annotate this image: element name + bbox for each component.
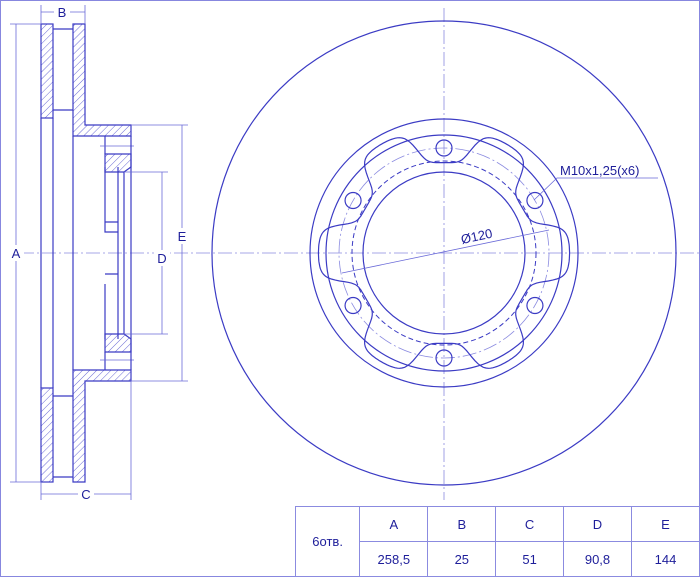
bolt-circle (338, 147, 550, 359)
center-bore (362, 171, 526, 335)
table-header-c: C (495, 506, 564, 542)
table-value-b: 25 (427, 541, 497, 577)
table-value-d: 90,8 (562, 541, 633, 577)
cross-section-view (40, 23, 134, 483)
table-header-a: A (359, 506, 429, 542)
bolt-hole (435, 349, 453, 367)
bolt-hole (344, 296, 362, 315)
thread-label: M10x1,25(x6) (560, 163, 639, 178)
disc-outer-edge (211, 20, 677, 486)
hub-scallop-outline (317, 137, 571, 369)
table-header-e: E (631, 506, 700, 542)
table-header-b: B (427, 506, 497, 542)
thread-leader (533, 177, 658, 201)
dim-label-a: A (12, 246, 21, 261)
friction-ring-inner-edge (309, 118, 579, 388)
dim-label-c: C (81, 487, 90, 502)
dim-label-d: D (157, 251, 166, 266)
front-view (211, 20, 677, 486)
bolt-hole (344, 191, 362, 210)
bolt-circle-leader (341, 229, 550, 274)
bolt-hole (435, 139, 453, 157)
table-value-a: 258,5 (359, 541, 429, 577)
table-header-d: D (562, 506, 633, 542)
table-row-label: 6отв. (294, 506, 361, 577)
bolt-hole (526, 296, 544, 315)
dim-label-b: B (58, 5, 67, 20)
bolt-circle-label: Ø120 (460, 226, 494, 247)
dim-label-e: E (178, 229, 187, 244)
table-value-e: 144 (631, 541, 700, 577)
dimensions-table: 6отв. A B C D E 258,5 25 51 90,8 144 (294, 506, 700, 577)
table-value-c: 51 (495, 541, 564, 577)
bolt-hole (526, 191, 544, 210)
